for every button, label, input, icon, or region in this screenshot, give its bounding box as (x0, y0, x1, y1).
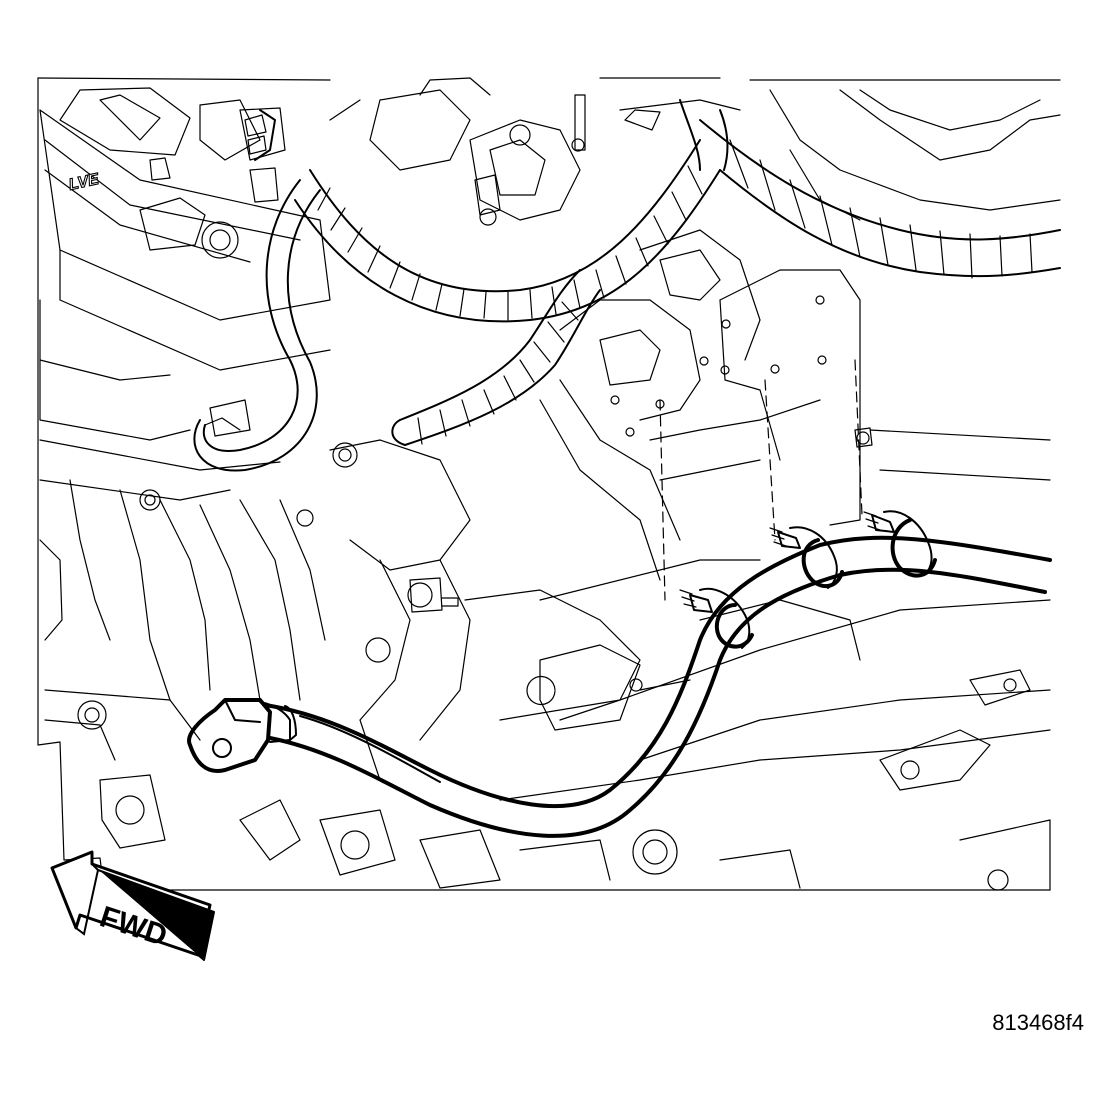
valve-cover-lettering: LVE (67, 171, 101, 194)
engine-block-outline (37, 77, 1061, 891)
forward-arrow-icon: FWD (50, 850, 215, 961)
highlighted-ground-cable (187, 510, 1052, 838)
wiring-harness-corrugated (193, 99, 1061, 472)
figure-id-label: 813468f4 (992, 1010, 1084, 1035)
